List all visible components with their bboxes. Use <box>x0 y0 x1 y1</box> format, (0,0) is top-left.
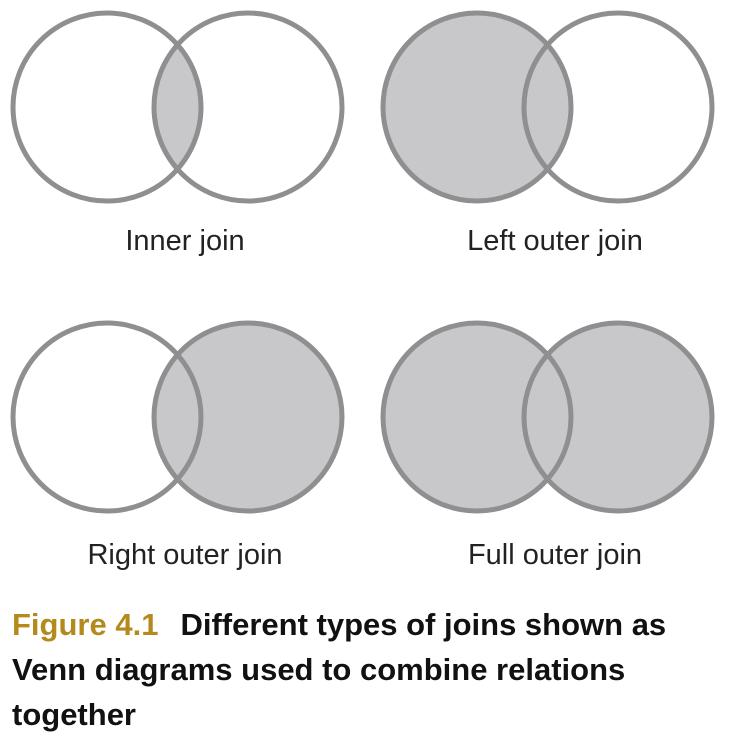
venn-right-outer-join <box>10 320 345 514</box>
label-right-outer-join: Right outer join <box>87 539 283 571</box>
left-circle-fill <box>383 323 571 511</box>
right-circle-fill <box>154 323 342 511</box>
label-inner-join: Inner join <box>125 225 245 257</box>
venn-left-outer-join <box>380 10 715 204</box>
left-circle-outline <box>380 10 574 204</box>
left-circle-outline <box>380 320 574 514</box>
right-circle-outline <box>521 10 715 204</box>
right-circle-outline <box>151 10 345 204</box>
label-full-outer-join: Full outer join <box>467 539 643 571</box>
left-circle-outline <box>10 10 204 204</box>
right-circle-fill <box>524 13 712 201</box>
left-circle-fill <box>13 323 201 511</box>
figure-caption-text: Different types of joins shown as Venn d… <box>12 607 667 732</box>
right-circle-fill <box>154 13 342 201</box>
left-circle-fill <box>383 13 571 201</box>
right-circle-outline <box>521 320 715 514</box>
venn-full-outer-join <box>380 320 715 514</box>
venn-inner-join <box>10 10 345 204</box>
label-left-outer-join: Left outer join <box>467 225 643 257</box>
left-circle-outline <box>10 320 204 514</box>
figure-number: Figure 4.1 <box>12 607 159 642</box>
left-circle-fill <box>13 13 201 201</box>
right-circle-fill <box>524 323 712 511</box>
right-circle-outline <box>151 320 345 514</box>
